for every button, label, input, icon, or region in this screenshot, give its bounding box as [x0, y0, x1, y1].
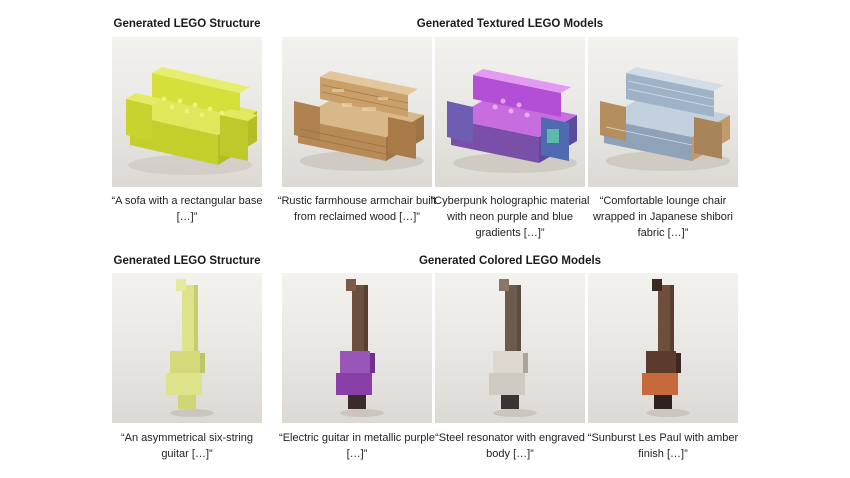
caption-sofa-rustic: “Rustic farmhouse armchair built from re… [277, 195, 437, 223]
caption-guitar-steel: “Steel resonator with engraved body […]” [435, 432, 585, 460]
sofa-shibori-render [588, 37, 738, 187]
caption-sofa-structure: “A sofa with a rectangular base […]” [111, 195, 263, 223]
sofa-shibori-image [600, 67, 730, 171]
guitar-purple-render [282, 273, 432, 423]
caption-guitar-structure: “An asymmetrical six-string guitar […]” [120, 432, 254, 460]
sofa-rustic-wood-render [282, 37, 432, 187]
caption-guitar-sunburst: “Sunburst Les Paul with amber finish […]… [587, 432, 739, 460]
sofa-cyber-image [447, 69, 577, 173]
sofa-cyberpunk-render [435, 37, 585, 187]
header-colored-models: Generated Colored LEGO Models [418, 255, 602, 267]
guitar-structure-image [166, 279, 214, 417]
guitar-structure-render [112, 273, 262, 423]
caption-sofa-shibori: “Comfortable lounge chair wrapped in Jap… [592, 195, 734, 239]
caption-sofa-cyberpunk: “Cyberpunk holographic material with neo… [430, 195, 590, 239]
caption-guitar-purple: “Electric guitar in metallic purple […]” [279, 432, 435, 460]
guitar-steel-render [435, 273, 585, 423]
guitar-sunburst-render [588, 273, 738, 423]
header-textured-models: Generated Textured LEGO Models [416, 18, 604, 30]
guitar-purple-image [336, 279, 384, 417]
guitar-sunburst-image [642, 279, 690, 417]
sofa-wood-image [294, 71, 424, 171]
header-guitar-structure: Generated LEGO Structure [113, 255, 261, 267]
header-sofa-structure: Generated LEGO Structure [113, 18, 261, 30]
guitar-steel-image [489, 279, 537, 417]
sofa-structure-image [126, 67, 258, 175]
sofa-structure-render [112, 37, 262, 187]
